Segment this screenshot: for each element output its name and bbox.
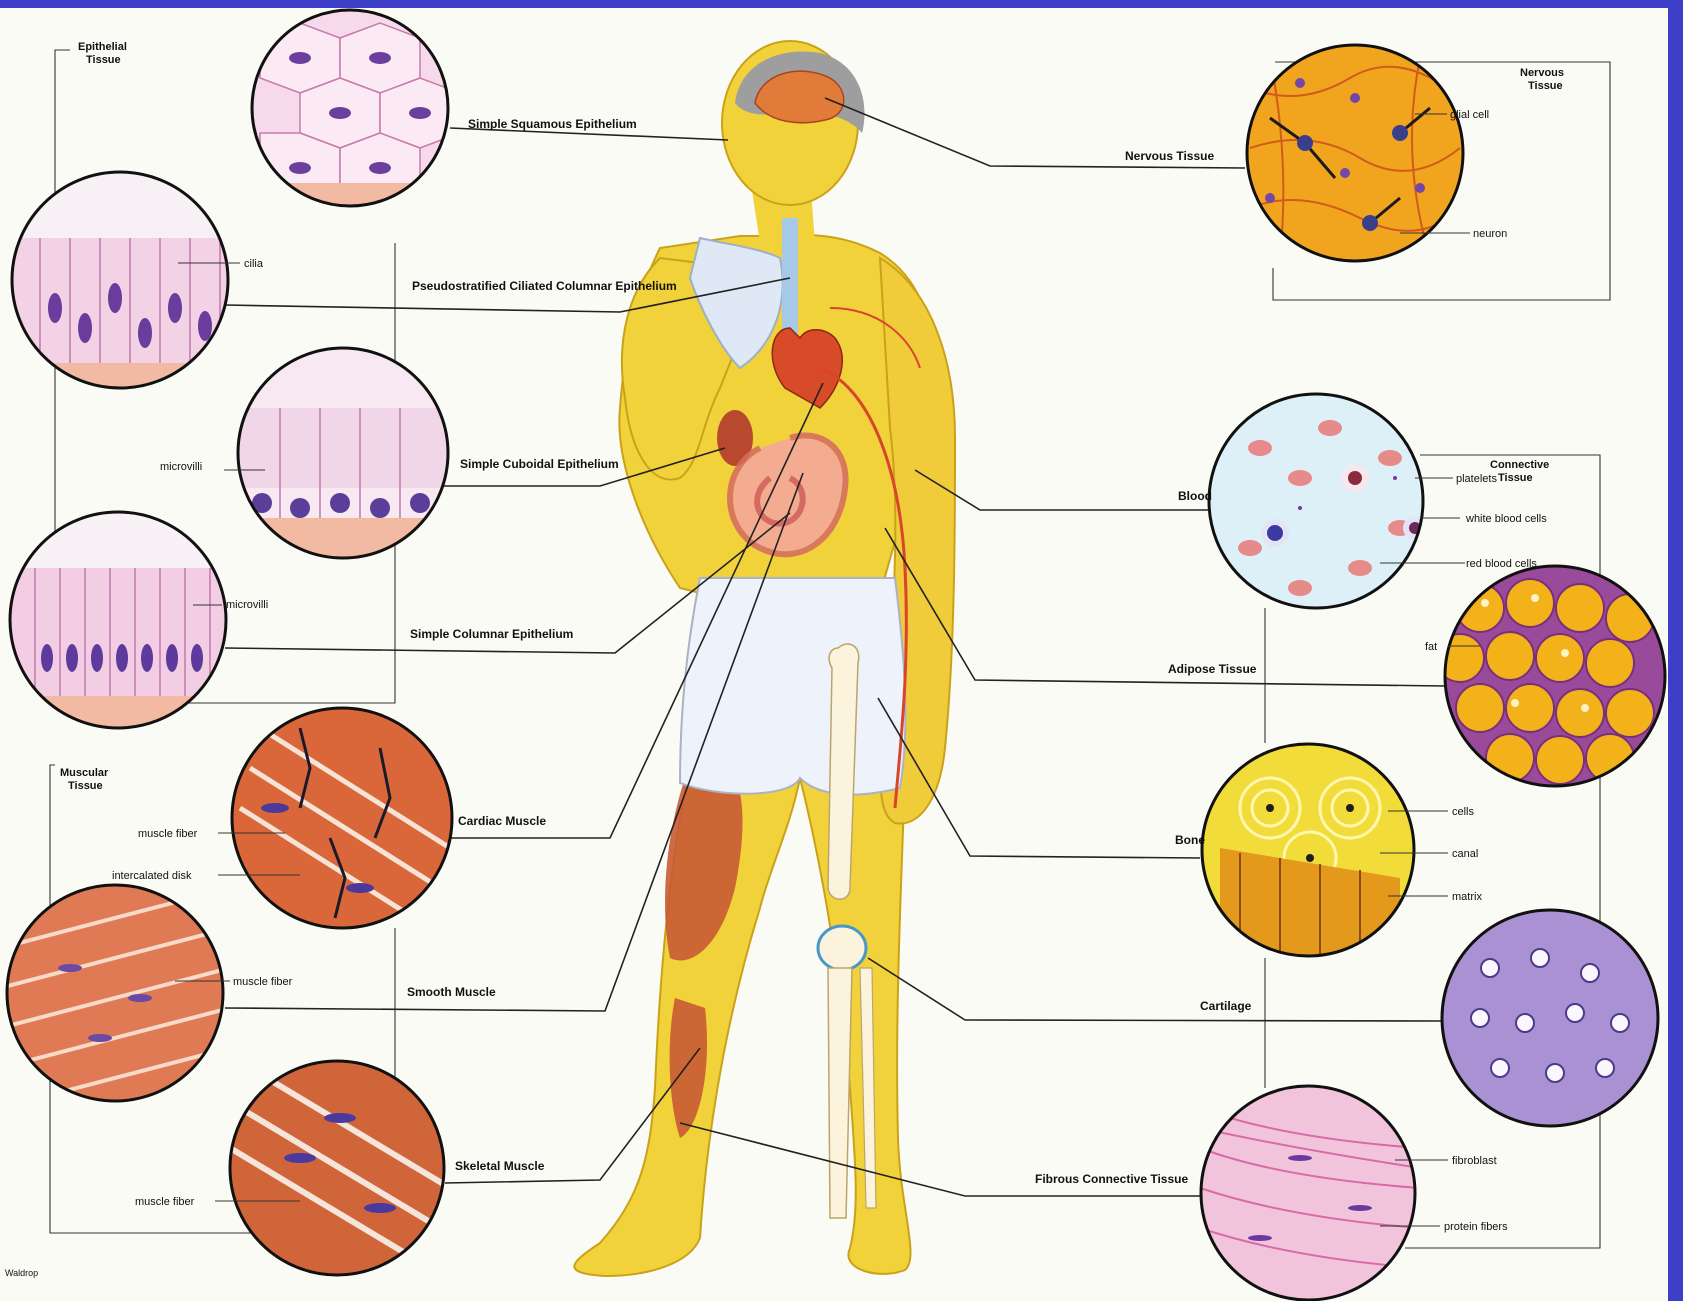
sublabel-cells: cells <box>1452 806 1475 818</box>
sublabel-muscle-fiber-cardiac: muscle fiber <box>138 828 198 840</box>
label-blood: Blood <box>1178 489 1212 503</box>
sublabel-neuron: neuron <box>1473 228 1507 240</box>
sublabel-intercalated-disk: intercalated disk <box>112 870 192 882</box>
sublabel-muscle-fiber-smooth: muscle fiber <box>233 976 293 988</box>
sublabel-muscle-fiber-skeletal: muscle fiber <box>135 1196 195 1208</box>
label-adipose: Adipose Tissue <box>1168 662 1257 676</box>
sublabel-microvilli-cuboidal: microvilli <box>160 461 202 473</box>
heading-second-line: Tissue <box>1498 472 1533 484</box>
label-pseudostratified: Pseudostratified Ciliated Columnar Epith… <box>412 279 677 293</box>
sublabel-red-blood-cells: red blood cells <box>1466 558 1537 570</box>
sublabel-cilia: cilia <box>244 258 264 270</box>
artist-credit: Waldrop <box>5 1268 38 1278</box>
label-skeletal: Skeletal Muscle <box>455 1159 545 1173</box>
label-bone: Bone <box>1175 833 1205 847</box>
label-cartilage: Cartilage <box>1200 999 1252 1013</box>
label-simple-cuboidal: Simple Cuboidal Epithelium <box>460 457 619 471</box>
nervous-tissue-view <box>1245 43 1465 263</box>
sublabel-glial-cell: glial cell <box>1450 109 1489 121</box>
label-fibrous: Fibrous Connective Tissue <box>1035 1172 1188 1186</box>
cartilage-view <box>1440 908 1660 1128</box>
label-cardiac: Cardiac Muscle <box>458 814 546 828</box>
label-smooth: Smooth Muscle <box>407 985 496 999</box>
label-nervous-tissue: Nervous Tissue <box>1125 149 1214 163</box>
sublabel-white-blood-cells: white blood cells <box>1465 513 1547 525</box>
sublabel-canal: canal <box>1452 848 1478 860</box>
sublabel-microvilli-columnar: microvilli <box>226 599 268 611</box>
heading-second-line: Tissue <box>1528 80 1563 92</box>
sublabel-fibroblast: fibroblast <box>1452 1155 1497 1167</box>
sublabel-matrix: matrix <box>1452 891 1482 903</box>
sublabel-protein-fibers: protein fibers <box>1444 1221 1508 1233</box>
label-simple-squamous: Simple Squamous Epithelium <box>468 117 637 131</box>
label-simple-columnar: Simple Columnar Epithelium <box>410 627 573 641</box>
sublabel-platelets: platelets <box>1456 473 1497 485</box>
heading-second-line: Tissue <box>68 780 103 792</box>
heading-second-line: Tissue <box>86 54 121 66</box>
sublabel-fat: fat <box>1425 641 1437 653</box>
